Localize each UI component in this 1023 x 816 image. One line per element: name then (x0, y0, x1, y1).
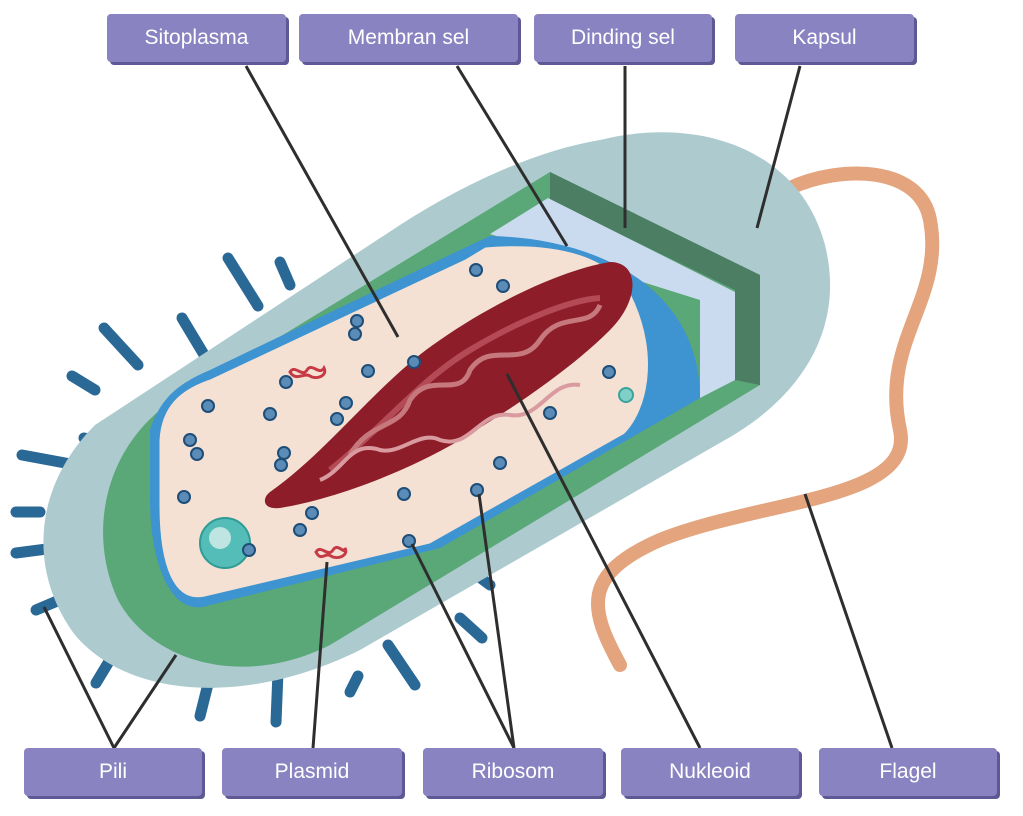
label-pili: Pili (24, 748, 202, 796)
leader-kapsul (755, 65, 802, 229)
leader-ribosom-a (410, 543, 516, 749)
ribosome (183, 433, 197, 447)
ribosome (293, 523, 307, 537)
pilus (454, 612, 488, 644)
plasmid (288, 364, 327, 380)
ribosome (177, 490, 191, 504)
leader-flagel (803, 493, 894, 749)
ribosome (277, 446, 291, 460)
leader-plasmid (311, 561, 329, 749)
leader-membran-sel (455, 65, 569, 247)
ribosome (339, 396, 353, 410)
ribosome (493, 456, 507, 470)
ribosome (350, 314, 364, 328)
ribosome (190, 447, 204, 461)
granule-highlight (209, 527, 231, 549)
pilus (270, 666, 284, 728)
ribosome (470, 483, 484, 497)
leader-pili-b (112, 654, 178, 749)
flagellum (590, 166, 940, 672)
label-dinding-sel: Dinding sel (534, 14, 712, 62)
leader-sitoplasma (244, 65, 400, 338)
ribosome (305, 506, 319, 520)
pilus (382, 639, 421, 691)
ribosome-group (177, 263, 616, 557)
ribosome (361, 364, 375, 378)
cell-wall-cut-face (550, 172, 760, 385)
ribosome (407, 355, 421, 369)
label-sitoplasma: Sitoplasma (107, 14, 286, 62)
label-nukleoid: Nukleoid (621, 748, 799, 796)
nucleoid (264, 262, 633, 509)
ribosome (201, 399, 215, 413)
leader-lines (42, 65, 894, 749)
label-ribosom: Ribosom (423, 748, 603, 796)
leader-pili-a (42, 606, 116, 749)
plasmid-group (288, 364, 348, 560)
label-flagel: Flagel (819, 748, 997, 796)
pilus (344, 670, 364, 698)
label-kapsul: Kapsul (735, 14, 914, 62)
ribosome (274, 458, 288, 472)
ribosome (242, 543, 256, 557)
ribosome (330, 412, 344, 426)
ribosome (469, 263, 483, 277)
label-membran-sel: Membran sel (299, 14, 518, 62)
ribosome (496, 279, 510, 293)
leader-ribosom-b (477, 493, 516, 749)
ribosome (602, 365, 616, 379)
pilus (222, 252, 264, 312)
ribosome (543, 406, 557, 420)
ribosome (348, 327, 362, 341)
pilus (66, 370, 101, 396)
ribosome (263, 407, 277, 421)
small-granule (618, 387, 634, 403)
ribosome (397, 487, 411, 501)
label-plasmid: Plasmid (222, 748, 402, 796)
leader-nukleoid (505, 373, 702, 749)
pilus (98, 322, 144, 371)
ribosome (279, 375, 293, 389)
pilus (274, 256, 296, 291)
plasmid (314, 545, 348, 560)
